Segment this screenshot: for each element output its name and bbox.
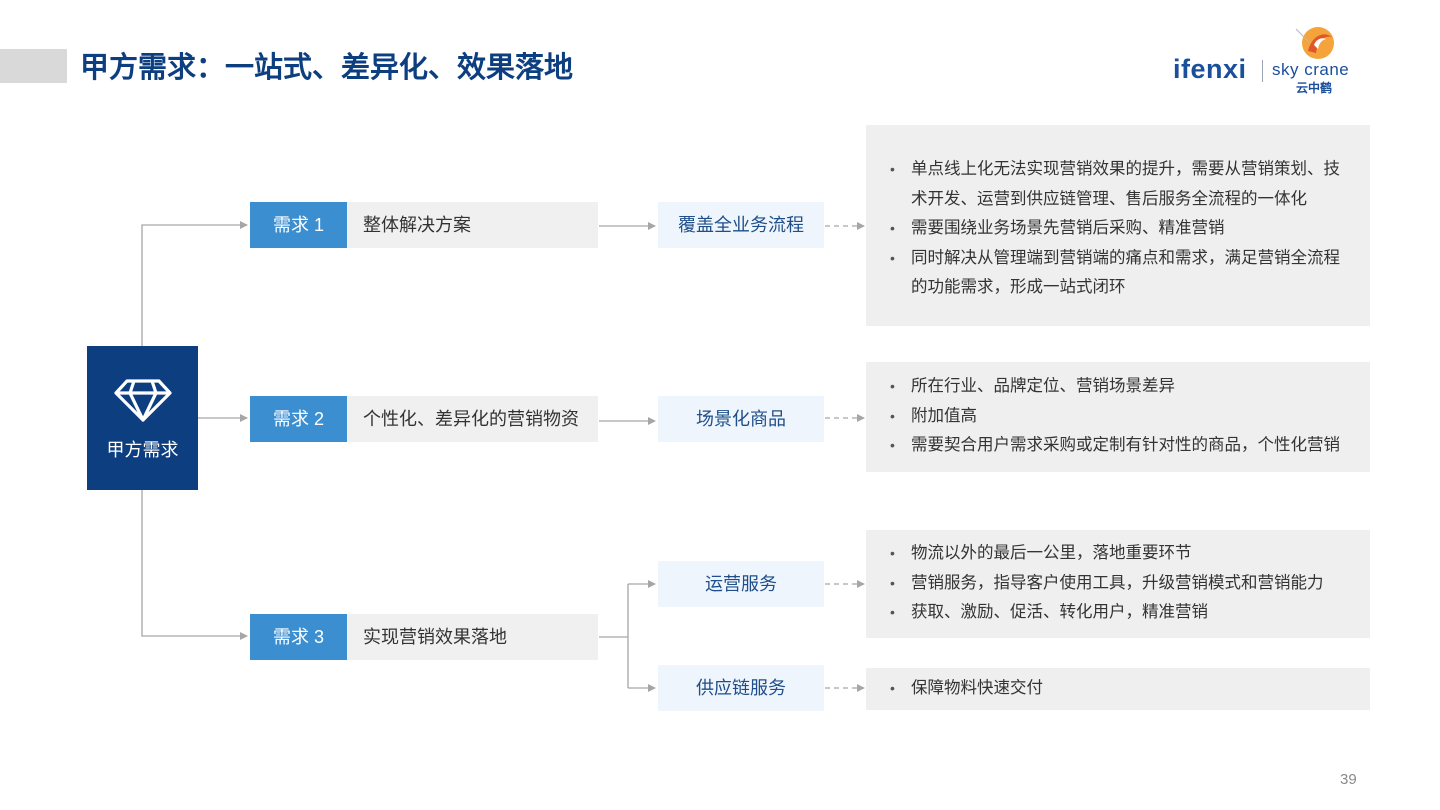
page-number: 39 xyxy=(1340,771,1357,788)
detail-box-4: 保障物料快速交付 xyxy=(866,668,1370,710)
target-operation-service: 运营服务 xyxy=(658,561,824,607)
detail-3-bullet-1: 物流以外的最后一公里，落地重要环节 xyxy=(888,539,1370,569)
connector-root-req1 xyxy=(141,221,248,346)
detail-3-bullet-3: 获取、激励、促活、转化用户，精准营销 xyxy=(888,598,1370,628)
detail-2-bullet-2: 附加值高 xyxy=(888,402,1370,432)
connector-req3-fork xyxy=(599,584,629,688)
detail-2-bullet-1: 所在行业、品牌定位、营销场景差异 xyxy=(888,372,1370,402)
target-full-process: 覆盖全业务流程 xyxy=(658,202,824,248)
connector-root-req3 xyxy=(141,490,248,640)
skycrane-emblem-icon xyxy=(1295,27,1334,59)
detail-1-bullet-1: 单点线上化无法实现营销效果的提升，需要从营销策划、技术开发、运营到供应链管理、售… xyxy=(888,155,1351,214)
detail-1-bullet-2: 需要围绕业务场景先营销后采购、精准营销 xyxy=(888,214,1370,244)
detail-box-1: 单点线上化无法实现营销效果的提升，需要从营销策划、技术开发、运营到供应链管理、售… xyxy=(866,125,1370,326)
target-scenario-goods: 场景化商品 xyxy=(658,396,824,442)
detail-3-bullet-2: 营销服务，指导客户使用工具，升级营销模式和营销能力 xyxy=(888,569,1370,599)
target-supply-chain-service: 供应链服务 xyxy=(658,665,824,711)
root-node: 甲方需求 xyxy=(87,346,198,490)
detail-4-bullet-1: 保障物料快速交付 xyxy=(888,674,1370,704)
requirement-1-desc: 整体解决方案 xyxy=(347,202,598,248)
detail-1-bullet-3: 同时解决从管理端到营销端的痛点和需求，满足营销全流程的功能需求，形成一站式闭环 xyxy=(888,244,1351,303)
header-accent-bar xyxy=(0,49,67,83)
diamond-icon xyxy=(114,379,172,422)
page-title: 甲方需求：一站式、差异化、效果落地 xyxy=(80,52,574,84)
ifenxi-logo: ifenxi xyxy=(1173,54,1247,84)
detail-2-bullet-3: 需要契合用户需求采购或定制有针对性的商品，个性化营销 xyxy=(888,431,1370,461)
requirement-1-tag: 需求 1 xyxy=(250,202,347,248)
skycrane-logo: sky crane xyxy=(1272,60,1350,79)
requirement-3-tag: 需求 3 xyxy=(250,614,347,660)
requirement-2-desc: 个性化、差异化的营销物资 xyxy=(347,396,598,442)
requirement-2-tag: 需求 2 xyxy=(250,396,347,442)
logo-separator xyxy=(1262,60,1263,82)
root-label: 甲方需求 xyxy=(106,440,179,460)
detail-box-2: 所在行业、品牌定位、营销场景差异 附加值高 需要契合用户需求采购或定制有针对性的… xyxy=(866,362,1370,472)
skycrane-logo-cn: 云中鹤 xyxy=(1296,81,1333,95)
detail-box-3: 物流以外的最后一公里，落地重要环节 营销服务，指导客户使用工具，升级营销模式和营… xyxy=(866,530,1370,638)
requirement-3-desc: 实现营销效果落地 xyxy=(347,614,598,660)
